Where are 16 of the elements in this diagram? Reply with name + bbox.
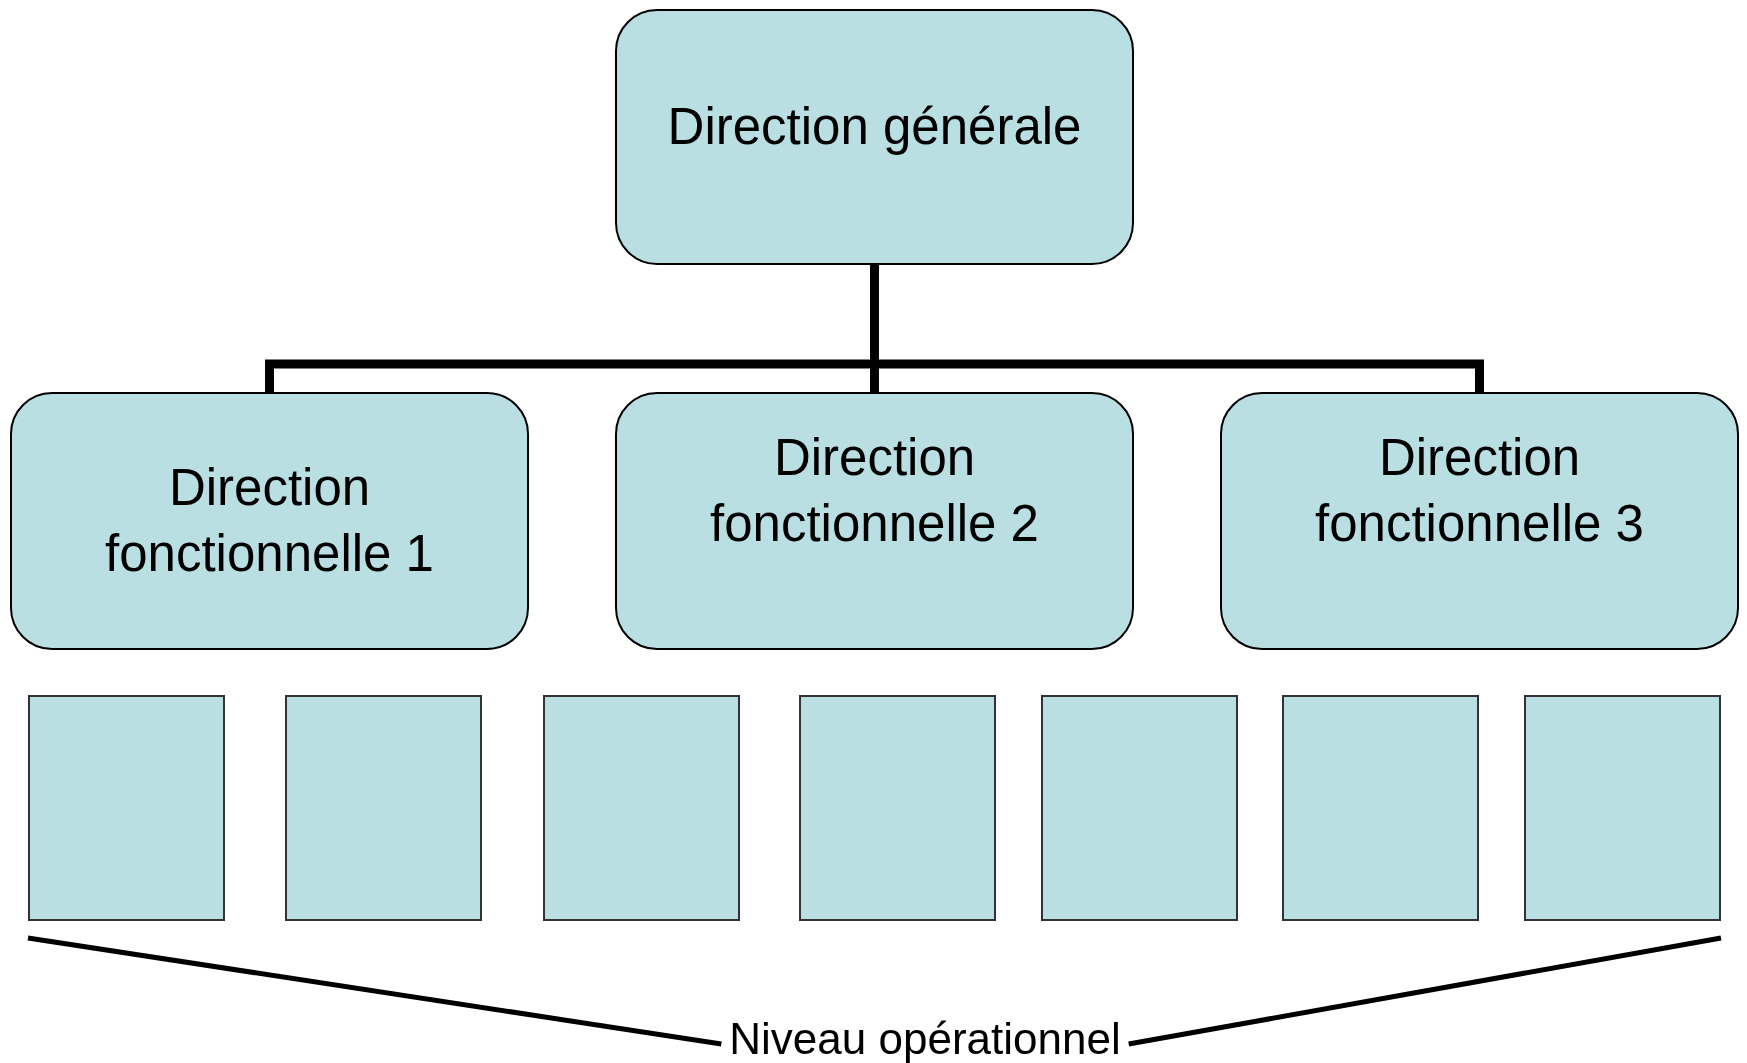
org-box [615, 392, 1134, 650]
empty-box [28, 695, 225, 921]
empty-box [1041, 695, 1238, 921]
org-box [615, 9, 1134, 265]
bracket-caption: Niveau opérationnel [729, 1014, 1121, 1063]
empty-box [1524, 695, 1721, 921]
empty-box [1282, 695, 1479, 921]
box-title: Direction générale [667, 96, 1082, 157]
empty-box [799, 695, 996, 921]
box-title: Direction fonctionnelle 3 [1314, 427, 1645, 554]
org-box [1220, 392, 1739, 650]
org-box [10, 392, 529, 650]
box-title: Direction fonctionnelle 1 [104, 457, 435, 584]
empty-box [543, 695, 740, 921]
box-title: Direction fonctionnelle 2 [709, 427, 1040, 554]
empty-box [285, 695, 482, 921]
